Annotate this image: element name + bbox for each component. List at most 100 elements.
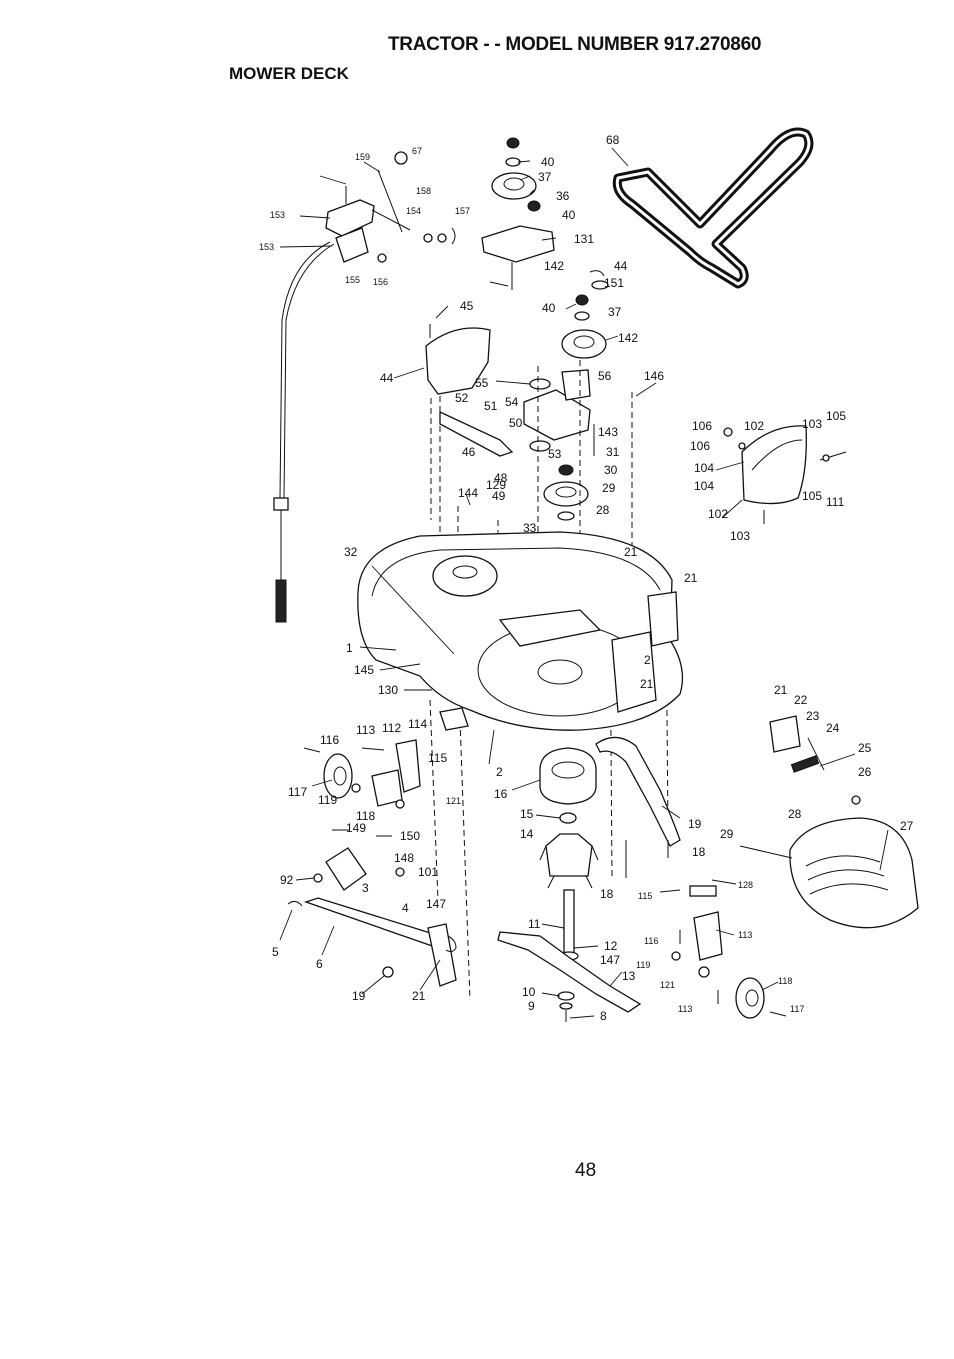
callout-9: 9	[528, 999, 535, 1013]
callout-157: 159	[355, 152, 370, 162]
callout-34: 32	[344, 545, 358, 559]
callout-labels: 159 67 153 158 154 157 153 155 156 40 37…	[259, 133, 914, 1023]
mower-blade	[497, 931, 642, 1022]
callout-118-b: 119	[636, 960, 650, 970]
callout-106-b: 111	[826, 495, 845, 509]
callout-115: 115	[428, 751, 447, 765]
callout-8: 8	[600, 1009, 607, 1023]
callout-147-b: 145	[354, 663, 374, 677]
callout-147: 144	[458, 486, 478, 500]
callout-45: 44	[614, 259, 628, 273]
callout-53: 52	[455, 391, 469, 405]
lift-lever-assembly	[325, 151, 456, 263]
callout-117: 117	[288, 785, 307, 799]
callout-116-b: 117	[790, 1004, 804, 1014]
callout-121: 121	[446, 796, 461, 806]
callout-148: 146	[644, 369, 664, 383]
front-hanger-assembly	[287, 829, 457, 987]
callout-33: 31	[606, 445, 620, 459]
callout-1: 1	[346, 641, 353, 655]
callout-142: 129	[486, 478, 506, 492]
callout-18: 18	[692, 845, 706, 859]
callout-4: 4	[402, 901, 409, 915]
mulch-cover-assembly	[739, 715, 919, 929]
callout-118: 118	[356, 809, 375, 823]
callout-2-b: 2	[496, 765, 503, 779]
callout-13: 11	[528, 917, 541, 931]
callout-48: 46	[462, 445, 476, 459]
callout-114: 114	[408, 717, 427, 731]
callout-40-c: 40	[542, 301, 556, 315]
callout-103-b: 104	[694, 479, 714, 493]
section-heading: MOWER DECK	[229, 64, 349, 83]
belt-guard	[425, 324, 491, 395]
callout-154: 156	[373, 277, 388, 287]
idler-arm-assembly	[439, 369, 595, 521]
callout-106: 106	[692, 419, 712, 433]
upper-pulley-stack	[481, 137, 609, 359]
callout-130: 149	[346, 821, 366, 835]
callout-25: 25	[858, 741, 872, 755]
callout-155: 157	[455, 206, 470, 216]
callout-16: 16	[494, 787, 508, 801]
callout-113-b-label: 113	[678, 1004, 692, 1014]
callout-labels-extra: 44 28 29 113 19 113	[352, 371, 802, 1014]
callout-116: 116	[320, 733, 339, 747]
callout-115-b: 116	[644, 936, 658, 946]
callout-117-b: 118	[778, 976, 792, 986]
callout-111: 112	[382, 721, 401, 735]
callout-151: 153	[270, 210, 285, 220]
callout-3: 3	[362, 881, 369, 895]
callout-92: 92	[280, 873, 294, 887]
callout-128: 147	[600, 953, 620, 967]
callout-102-b: 103	[730, 529, 750, 543]
callout-26: 26	[858, 765, 872, 779]
callout-15: 15	[520, 807, 534, 821]
callout-142-b: 130	[378, 683, 398, 697]
callout-105-b: 106	[690, 439, 710, 453]
callout-68: 68	[606, 133, 620, 147]
callout-32: 30	[604, 463, 618, 477]
spindle-assembly	[539, 747, 599, 961]
callout-150: 151	[604, 276, 624, 290]
callout-51: 50	[509, 416, 523, 430]
callout-59: 56	[598, 369, 612, 383]
callout-153-lower: 155	[345, 275, 360, 285]
callout-92-b: 101	[418, 865, 438, 879]
callout-35: 33	[523, 521, 537, 535]
callout-28-label: 28	[788, 807, 802, 821]
callout-21-c: 21	[640, 677, 654, 691]
callout-104-b: 105	[802, 489, 822, 503]
page-number: 48	[575, 1160, 597, 1181]
callout-102: 102	[744, 419, 764, 433]
callout-101: 102	[708, 507, 728, 521]
callout-23: 23	[806, 709, 820, 723]
callout-6: 6	[316, 957, 323, 971]
callout-156: 158	[416, 186, 431, 196]
callout-104: 104	[694, 461, 714, 475]
callout-113-label: 113	[356, 723, 375, 737]
callout-44-label: 44	[380, 371, 394, 385]
callout-112: 113	[738, 930, 752, 940]
callout-149: 147	[426, 897, 446, 911]
discharge-deflector	[723, 425, 847, 524]
callout-18-b: 18	[600, 887, 614, 901]
callout-5: 5	[272, 945, 279, 959]
right-gauge-wheel-assembly	[671, 885, 787, 1019]
callout-12: 12	[604, 939, 618, 953]
callout-131: 150	[400, 829, 420, 843]
callout-129: 148	[394, 851, 414, 865]
callout-21-d: 21	[774, 683, 788, 697]
callout-37: 37	[538, 170, 552, 184]
callout-46: 45	[460, 299, 474, 313]
callout-145: 142	[618, 331, 638, 345]
callout-49: 48	[494, 471, 508, 485]
callout-103: 103	[802, 417, 822, 431]
callout-21-a: 21	[624, 545, 638, 559]
callout-31: 29	[602, 481, 616, 495]
control-cable	[273, 241, 335, 623]
leader-lines	[279, 147, 889, 1019]
callout-54: 53	[548, 447, 562, 461]
callout-40: 40	[541, 155, 555, 169]
